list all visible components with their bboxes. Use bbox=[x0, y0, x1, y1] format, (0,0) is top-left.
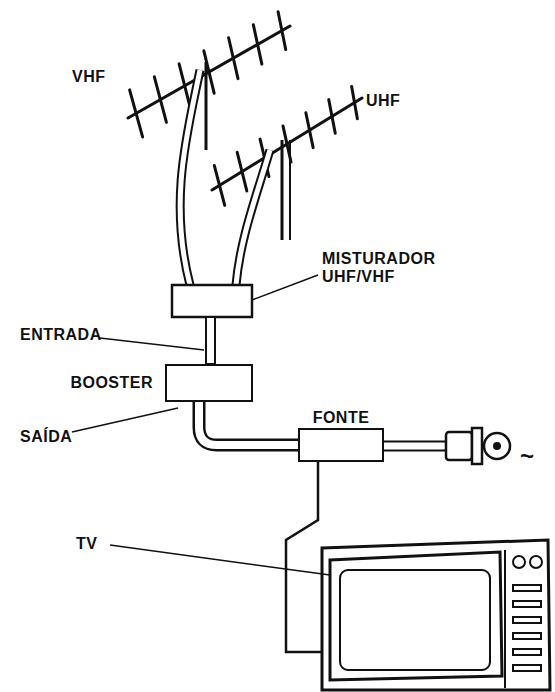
coax-cable bbox=[199, 402, 298, 445]
booster-box: BOOSTER bbox=[165, 364, 253, 402]
part-label: VHF bbox=[72, 68, 106, 86]
part-label: MISTURADOR UHF/VHF bbox=[322, 250, 457, 287]
part-label: TV bbox=[76, 535, 97, 553]
ac-symbol: ~ bbox=[520, 442, 535, 470]
cable-stroke bbox=[199, 402, 298, 445]
part-label: UHF bbox=[366, 92, 400, 110]
cable-stroke bbox=[199, 402, 298, 445]
part-label: ENTRADA bbox=[20, 326, 102, 344]
box-label: BOOSTER bbox=[70, 374, 153, 392]
part-label: SAÍDA bbox=[20, 428, 72, 446]
power-supply-box: FONTE bbox=[298, 428, 384, 462]
box-label: FONTE bbox=[313, 409, 370, 427]
